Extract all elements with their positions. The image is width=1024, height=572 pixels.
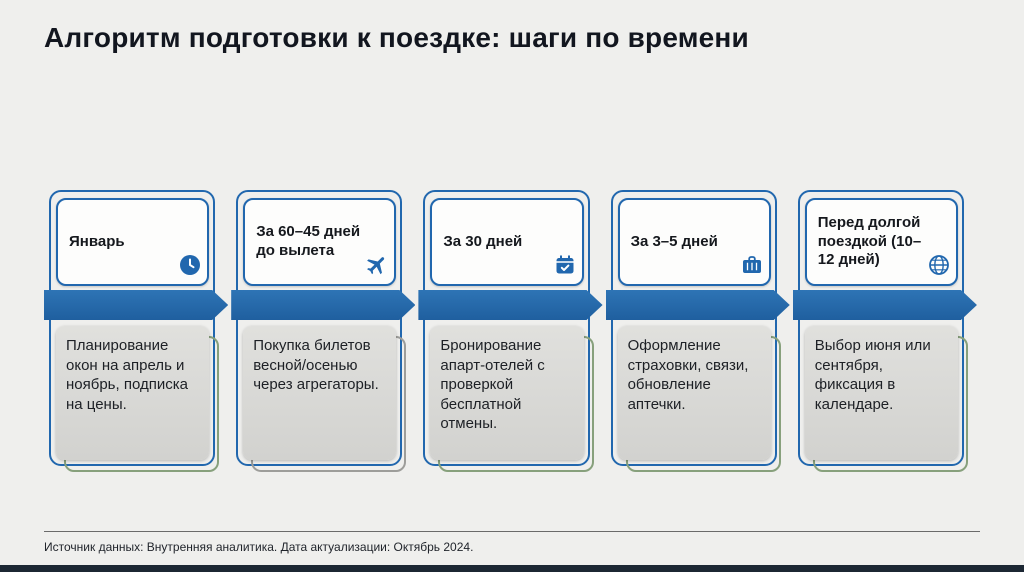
step-description: Покупка билетов весной/осенью через агре… [253,337,379,393]
timeline-step: За 3–5 дней Оформление страховки, связи,… [606,190,793,472]
step-header-card: Перед долгой поездкой (10–12 дней) [804,198,958,286]
decor-outline-blue [236,190,403,466]
step-header-card: За 60–45 дней до вылета [243,198,397,286]
step-body-card: Планирование окон на апрель и ноябрь, по… [56,326,210,460]
step-body-card: Бронирование апарт-отелей с проверкой бе… [430,326,584,460]
step-label: За 60–45 дней до вылета [256,223,361,259]
step-header-card: Январь [56,198,210,286]
page-title: Алгоритм подготовки к поездке: шаги по в… [44,22,749,53]
timeline-step: За 60–45 дней до вылета Покупка билетов … [231,190,418,472]
arrow-right-shape [44,290,228,320]
timeline-step: Январь Планирование окон на апрель и ноя… [44,190,231,472]
step-label: Январь [69,232,125,250]
source-note: Источник данных: Внутренняя аналитика. Д… [44,540,474,554]
calendar-check-icon [553,253,577,277]
decor-outline-blue [423,190,590,466]
decor-outline-blue [49,190,216,466]
step-body-card: Покупка билетов весной/осенью через агре… [243,326,397,460]
briefcase-icon [740,253,764,277]
step-label: За 3–5 дней [630,232,718,250]
step-description: Бронирование апарт-отелей с проверкой бе… [440,337,545,432]
step-body-card: Выбор июня или сентября, фиксация в кале… [804,326,958,460]
globe-icon [927,253,951,277]
bottom-accent-bar [0,565,1024,572]
arrow-right-shape [606,290,790,320]
arrow-right-shape [231,290,415,320]
step-body-card: Оформление страховки, связи, обновление … [617,326,771,460]
decor-outline-blue [610,190,777,466]
step-description: Планирование окон на апрель и ноябрь, по… [66,337,188,413]
step-description: Оформление страховки, связи, обновление … [627,337,749,413]
airplane-icon [365,253,389,277]
step-header-card: За 3–5 дней [617,198,771,286]
step-label: Перед долгой поездкой (10–12 дней) [817,213,922,269]
decor-outline-blue [797,190,964,466]
arrow-right-shape [793,290,977,320]
clock-icon [178,253,202,277]
step-description: Выбор июня или сентября, фиксация в кале… [814,337,931,413]
arrow-right-shape [418,290,602,320]
timeline: Январь Планирование окон на апрель и ноя… [44,190,980,472]
step-label: За 30 дней [443,232,523,250]
timeline-step: За 30 дней Бронирование апарт-отелей с п… [418,190,605,472]
footer-divider [44,531,980,532]
step-header-card: За 30 дней [430,198,584,286]
timeline-step: Перед долгой поездкой (10–12 дней) Выбор… [793,190,980,472]
